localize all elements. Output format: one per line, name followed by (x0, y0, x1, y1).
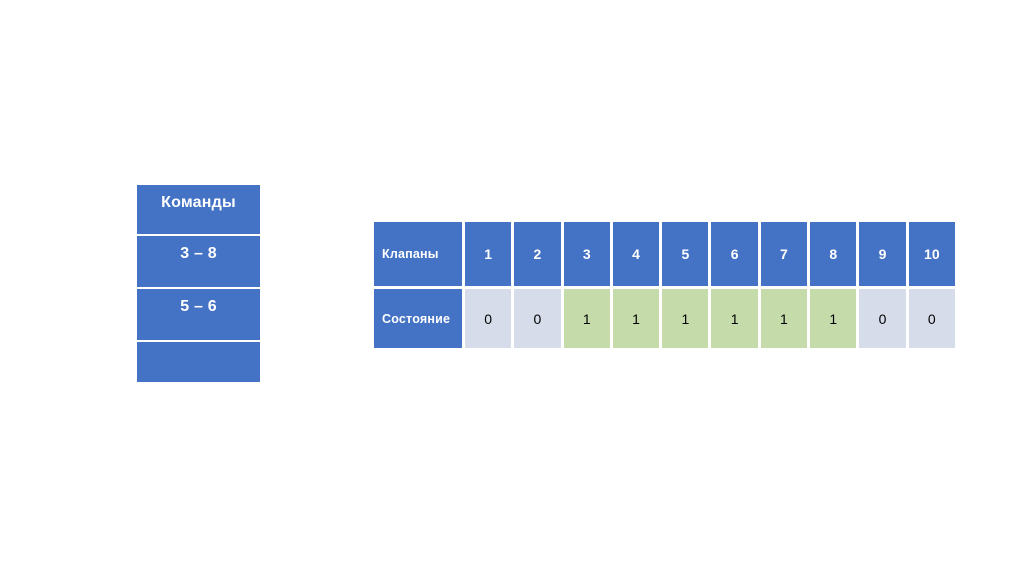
valve-column-header: 4 (612, 222, 660, 286)
valve-state-cell: 0 (514, 289, 561, 348)
commands-panel-row: 5 – 6 (137, 289, 260, 340)
valve-state-cell: 1 (662, 289, 709, 348)
valve-state-cell: 0 (859, 289, 906, 348)
valve-state-cell: 1 (711, 289, 758, 348)
valve-state-cell: 1 (612, 289, 660, 348)
table-row-header: Клапаны 1 2 3 4 5 6 7 8 9 10 (374, 222, 955, 286)
valve-column-header: 10 (908, 222, 955, 286)
valve-state-cell: 0 (465, 289, 512, 348)
valve-state-cell: 1 (810, 289, 857, 348)
commands-panel-row: 3 – 8 (137, 235, 260, 288)
valve-column-header: 2 (514, 222, 561, 286)
valve-column-header: 1 (465, 222, 512, 286)
valve-state-cell: 1 (760, 289, 808, 348)
state-row-label: Состояние (374, 289, 462, 348)
commands-panel-header: Команды (137, 185, 260, 234)
valve-column-header: 3 (563, 222, 610, 286)
valve-state-table: Клапаны 1 2 3 4 5 6 7 8 9 10 Состояние 0… (374, 222, 955, 348)
commands-panel: Команды 3 – 8 5 – 6 (137, 185, 260, 382)
valve-column-header: 8 (810, 222, 857, 286)
valve-column-header: 5 (662, 222, 709, 286)
valve-state-cell: 0 (908, 289, 955, 348)
table-row-state: Состояние 0 0 1 1 1 1 1 1 0 0 (374, 289, 955, 348)
valves-row-label: Клапаны (374, 222, 462, 286)
valve-column-header: 7 (760, 222, 808, 286)
valve-column-header: 6 (711, 222, 758, 286)
valve-state-cell: 1 (563, 289, 610, 348)
commands-panel-row-empty (137, 341, 260, 382)
valve-column-header: 9 (859, 222, 906, 286)
